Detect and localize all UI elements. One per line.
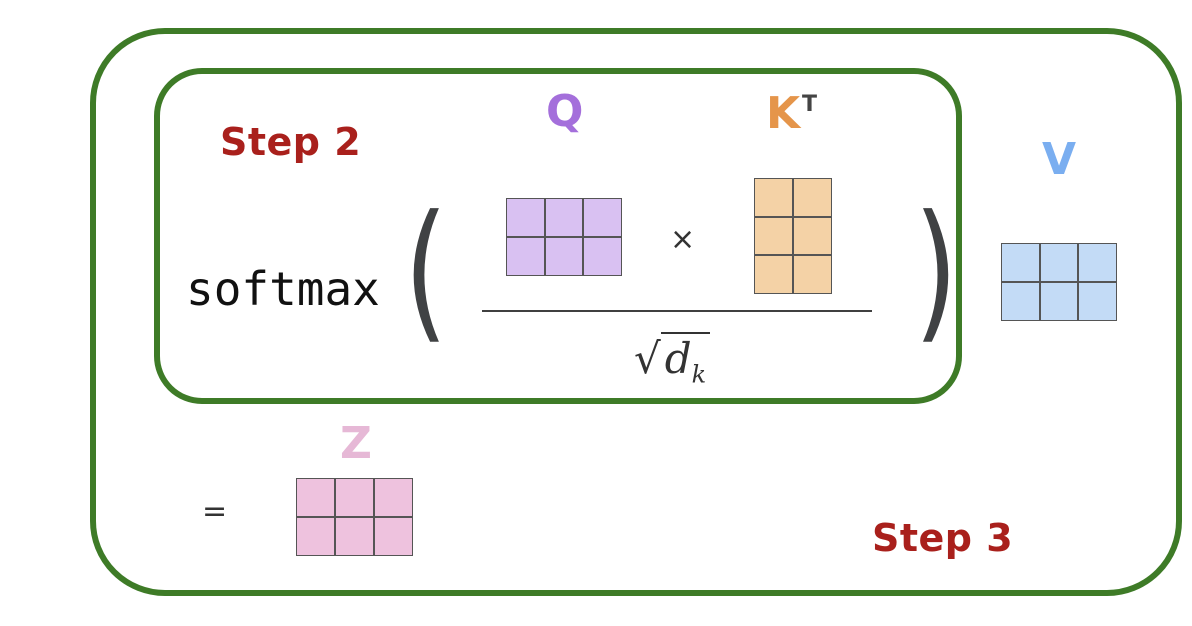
z-label: Z — [340, 418, 372, 469]
matrix-cell — [583, 198, 622, 237]
matrix-cell — [754, 216, 793, 256]
matrix-cell — [754, 255, 793, 294]
fraction-line — [482, 310, 872, 312]
softmax-label: softmax — [186, 262, 380, 316]
v-label: V — [1042, 134, 1077, 185]
step2-label: Step 2 — [220, 120, 362, 164]
times-sign: × — [670, 222, 696, 257]
q-matrix — [506, 198, 622, 276]
q-label: Q — [546, 86, 584, 137]
sqrt-dk: √dk — [634, 332, 711, 389]
dk-subscript: k — [691, 360, 707, 389]
matrix-cell — [335, 517, 374, 556]
matrix-cell — [506, 237, 545, 276]
matrix-cell — [1078, 282, 1117, 321]
kt-matrix — [754, 178, 832, 294]
matrix-cell — [583, 237, 622, 276]
matrix-cell — [793, 255, 832, 294]
matrix-cell — [335, 478, 374, 517]
equals-sign: = — [202, 494, 228, 529]
left-paren: ( — [404, 184, 448, 358]
dk-symbol: d — [664, 334, 692, 383]
matrix-cell — [793, 216, 832, 256]
matrix-cell — [1078, 243, 1117, 282]
v-matrix — [1001, 243, 1117, 321]
matrix-cell — [1001, 282, 1040, 321]
matrix-cell — [296, 517, 335, 556]
matrix-cell — [374, 517, 413, 556]
step3-outer-box — [90, 28, 1182, 596]
z-matrix — [296, 478, 413, 556]
matrix-cell — [1039, 243, 1079, 282]
matrix-cell — [544, 237, 584, 276]
matrix-cell — [793, 178, 832, 217]
matrix-cell — [1039, 282, 1079, 321]
right-paren: ) — [914, 184, 958, 358]
matrix-cell — [544, 198, 584, 237]
step3-label: Step 3 — [872, 516, 1014, 560]
transpose-superscript: T — [802, 92, 818, 117]
matrix-cell — [296, 478, 335, 517]
matrix-cell — [754, 178, 793, 217]
k-label: K — [766, 88, 801, 139]
matrix-cell — [1001, 243, 1040, 282]
matrix-cell — [374, 478, 413, 517]
matrix-cell — [506, 198, 545, 237]
step2-inner-box — [154, 68, 962, 404]
